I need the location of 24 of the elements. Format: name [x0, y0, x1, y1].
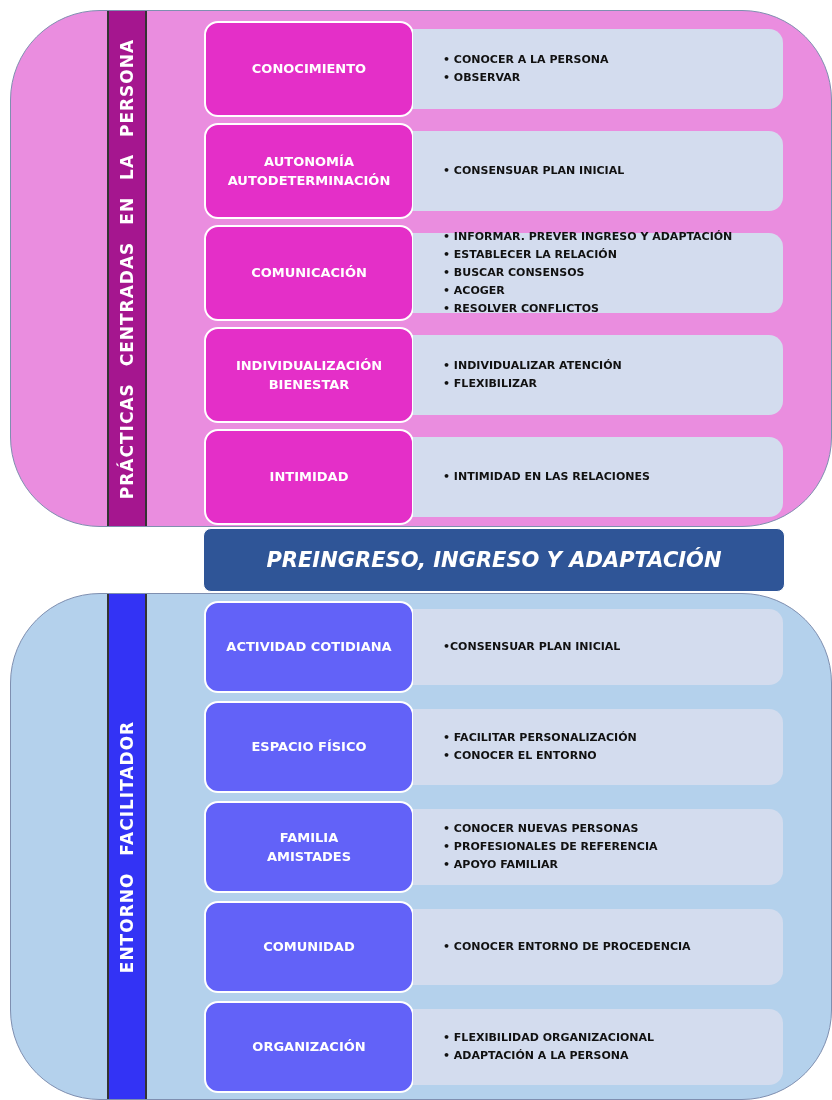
- category-box: FAMILIA AMISTADES: [204, 801, 414, 893]
- bullet-list-box: • CONOCER ENTORNO DE PROCEDENCIA: [413, 909, 783, 985]
- category-box: INTIMIDAD: [204, 429, 414, 525]
- section-panel: [10, 593, 832, 1100]
- bullet-list-box: •CONSENSUAR PLAN INICIAL: [413, 609, 783, 685]
- vertical-title-band: PRÁCTICAS CENTRADAS EN LA PERSONA: [107, 11, 147, 526]
- category-box: INDIVIDUALIZACIÓN BIENESTAR: [204, 327, 414, 423]
- vertical-title-band: ENTORNO FACILITADOR: [107, 594, 147, 1099]
- bullet-list-box: • FACILITAR PERSONALIZACIÓN • CONOCER EL ENTORNO: [413, 709, 783, 785]
- bullet-list-box: • FLEXIBILIDAD ORGANIZACIONAL • ADAPTACIÓN A LA PERSONA: [413, 1009, 783, 1085]
- category-box: COMUNIDAD: [204, 901, 414, 993]
- category-box: ACTIVIDAD COTIDIANA: [204, 601, 414, 693]
- category-box: CONOCIMIENTO: [204, 21, 414, 117]
- bullet-list-box: • CONSENSUAR PLAN INICIAL: [413, 131, 783, 211]
- bullet-list-box: • CONOCER A LA PERSONA • OBSERVAR: [413, 29, 783, 109]
- bullet-list-box: • CONOCER NUEVAS PERSONAS • PROFESIONALES DE REFERENCIA • APOYO FAMILIAR: [413, 809, 783, 885]
- section-panel: [10, 10, 832, 527]
- bullet-list-box: • INDIVIDUALIZAR ATENCIÓN • FLEXIBILIZAR: [413, 335, 783, 415]
- category-box: COMUNICACIÓN: [204, 225, 414, 321]
- bullet-list-box: • INTIMIDAD EN LAS RELACIONES: [413, 437, 783, 517]
- category-box: ORGANIZACIÓN: [204, 1001, 414, 1093]
- category-box: AUTONOMÍA AUTODETERMINACIÓN: [204, 123, 414, 219]
- stage-banner: PREINGRESO, INGRESO Y ADAPTACIÓN: [203, 528, 785, 592]
- category-box: ESPACIO FÍSICO: [204, 701, 414, 793]
